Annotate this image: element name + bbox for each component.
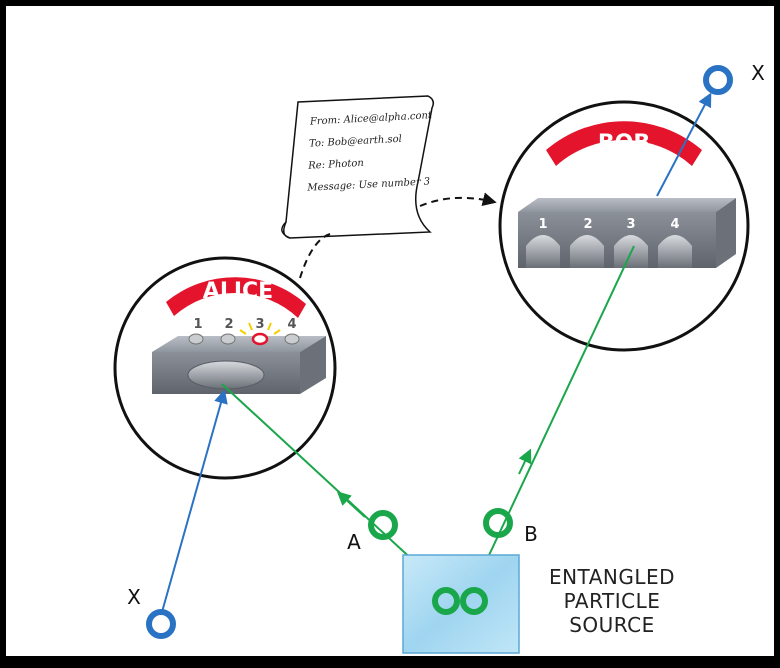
bob-port-1: 1 (538, 217, 547, 232)
alice-indicator-3-lit (239, 322, 281, 346)
alice-indicator-2 (220, 333, 236, 345)
bob-port-2: 2 (583, 217, 592, 232)
source-label-line3: SOURCE (569, 613, 655, 637)
alice-port-1: 1 (193, 317, 202, 332)
bob-blue-beam (656, 92, 712, 197)
bob-label: BOB (598, 131, 650, 156)
alice-banner (166, 277, 306, 318)
bob-green-beam (467, 245, 635, 601)
alice-indicator-4 (284, 333, 300, 345)
particle-x-alice-label: X (127, 585, 141, 609)
source-label-line2: PARTICLE (564, 589, 661, 613)
bob-detector: 1 2 3 4 (518, 198, 736, 268)
bob-slot-2 (570, 235, 604, 268)
bob-lens: BOB 1 2 3 4 (498, 100, 750, 352)
alice-lens: ALICE 1 2 3 4 (113, 256, 337, 480)
message-to: To: Bob@earth.sol (309, 134, 402, 150)
particle-x-bob-label: X (751, 61, 765, 85)
dashed-link-alice-note (299, 233, 331, 279)
particle-a (368, 510, 398, 540)
alice-green-arrow (336, 491, 366, 518)
entangled-pair (432, 587, 488, 615)
bob-slot-4 (658, 235, 692, 268)
particle-a-label: A (347, 530, 361, 554)
message-re: Re: Photon (307, 158, 364, 172)
alice-indicator-1 (188, 333, 204, 345)
bob-port-3: 3 (626, 217, 635, 232)
bob-slot-1 (526, 235, 560, 268)
bob-port-4: 4 (670, 217, 679, 232)
particle-x-bob (703, 65, 733, 95)
alice-port-3: 3 (255, 317, 264, 332)
message-note: From: Alice@alpha.cont To: Bob@earth.sol… (281, 95, 435, 239)
alice-port-4: 4 (287, 317, 296, 332)
particle-x-alice (146, 609, 176, 639)
alice-port-2: 2 (224, 317, 233, 332)
alice-blue-beam (161, 389, 228, 613)
alice-label: ALICE (203, 279, 273, 304)
bob-banner (546, 121, 702, 166)
particle-b (483, 508, 513, 538)
source-label-line1: ENTANGLED (549, 565, 675, 589)
particle-b-label: B (524, 522, 538, 546)
bob-green-arrow (518, 448, 532, 475)
dashed-link-note-bob (419, 192, 497, 207)
